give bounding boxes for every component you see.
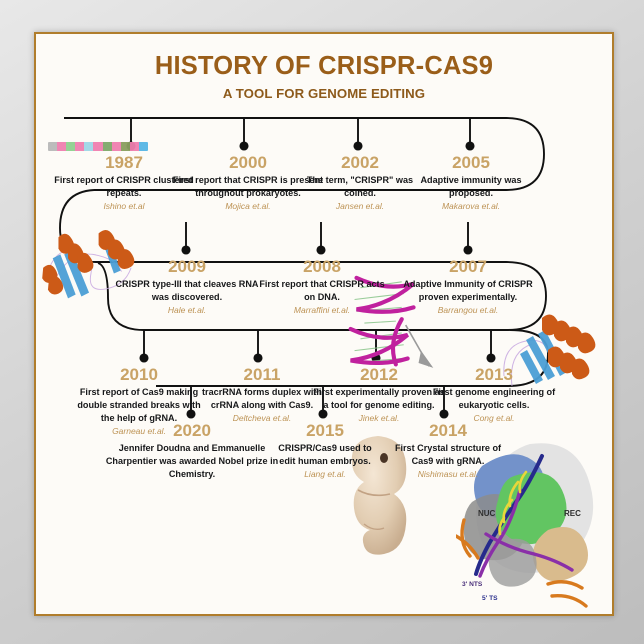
event-year: 2010 xyxy=(120,365,158,384)
timeline-event-2002[interactable]: 2002 The term, "CRISPR" was coined. Jans… xyxy=(294,153,426,212)
event-year: 2009 xyxy=(168,257,206,276)
label-5-ts: 5' TS xyxy=(482,595,498,602)
event-citation: Ishino et.al xyxy=(103,201,145,212)
timeline-event-2007[interactable]: 2007 Adaptive Immunity of CRISPR proven … xyxy=(394,257,542,316)
timeline-event-2013[interactable]: 2013 First genome engineering of eukaryo… xyxy=(428,365,560,424)
event-citation: Mojica et.al. xyxy=(225,201,271,212)
human-embryo-photo xyxy=(351,436,407,555)
event-description: The term, "CRISPR" was coined. xyxy=(306,174,414,198)
cas-protein-ribbon-right-icon xyxy=(503,314,596,387)
event-description: First genome engineering of eukaryotic c… xyxy=(432,386,556,410)
cas9-grna-crystal-structure: NUC REC 3' NTS 5' TS xyxy=(456,443,594,608)
event-year: 2013 xyxy=(475,365,513,384)
event-citation: Jinek et.al. xyxy=(358,413,400,424)
event-year: 2008 xyxy=(303,257,341,276)
event-year: 2007 xyxy=(449,257,487,276)
dna-double-helix-icon xyxy=(348,275,434,368)
event-description: Adaptive Immunity of CRISPR proven exper… xyxy=(403,278,533,302)
event-year: 2002 xyxy=(341,153,379,172)
timeline-event-2015[interactable]: 2015 CRISPR/Cas9 used to edit human embr… xyxy=(270,421,380,480)
event-description: First report of CRISPR clustered repeats… xyxy=(54,174,194,198)
timeline-event-2009[interactable]: 2009 CRISPR type-III that cleaves RNA wa… xyxy=(108,257,266,316)
timeline-event-2010[interactable]: 2010 First report of Cas9 making double … xyxy=(70,366,208,436)
timeline-event-2012[interactable]: 2012 First experimentally proven as a to… xyxy=(312,365,446,424)
event-description: First report of Cas9 making double stran… xyxy=(77,386,201,423)
event-year: 2014 xyxy=(429,421,467,440)
event-citation: Liang et.al. xyxy=(304,469,346,480)
event-description: tracrRNA forms duplex with crRNA along w… xyxy=(202,386,322,410)
timeline-event-2020[interactable]: 2020 Jennifer Doudna and Emmanuelle Char… xyxy=(98,422,286,482)
event-year: 2015 xyxy=(306,421,344,440)
event-description: First Crystal structure of Cas9 with gRN… xyxy=(394,442,502,466)
event-description: First report that CRISPR acts on DNA. xyxy=(259,278,385,302)
event-description: Jennifer Doudna and Emmanuelle Charpenti… xyxy=(105,442,279,479)
event-description: Adaptive immunity was proposed. xyxy=(420,174,522,198)
event-year: 1987 xyxy=(105,153,143,172)
poster-canvas: HISTORY OF CRISPR-CAS9 A TOOL FOR GENOME… xyxy=(34,32,614,616)
event-citation: Marraffini et.al. xyxy=(293,305,351,316)
timeline-event-2000[interactable]: 2000 First report that CRISPR is present… xyxy=(168,153,328,212)
event-citation: Garneau et.al. xyxy=(112,426,166,437)
crispr-repeat-array-barcode xyxy=(48,142,148,151)
page-title: HISTORY OF CRISPR-CAS9 xyxy=(154,52,494,80)
event-year: 2000 xyxy=(229,153,267,172)
timeline-event-2014[interactable]: 2014 First Crystal structure of Cas9 wit… xyxy=(392,421,504,480)
event-year: 2020 xyxy=(173,421,211,440)
event-description: First report that CRISPR is present thro… xyxy=(172,174,324,198)
event-citation: Cong et.al. xyxy=(473,413,515,424)
timeline-event-2008[interactable]: 2008 First report that CRISPR acts on DN… xyxy=(258,257,386,316)
label-3-nts: 3' NTS xyxy=(462,581,483,588)
event-citation: Hale et.al. xyxy=(167,305,207,316)
timeline-connector-graphic xyxy=(97,262,549,387)
event-year: 2012 xyxy=(360,365,398,384)
event-description: CRISPR/Cas9 used to edit human embryos. xyxy=(278,442,372,466)
event-citation: Deltcheva et.al. xyxy=(232,413,292,424)
event-year: 2011 xyxy=(243,365,281,384)
label-nuc: NUC xyxy=(478,509,496,518)
timeline-event-2005[interactable]: 2005 Adaptive immunity was proposed. Mak… xyxy=(408,153,534,212)
label-rec: REC xyxy=(564,509,581,518)
event-description: CRISPR type-III that cleaves RNA was dis… xyxy=(115,278,259,302)
event-description: First experimentally proven as a tool fo… xyxy=(313,386,445,410)
event-citation: Nishimasu et.al. xyxy=(417,469,479,480)
timeline-event-1987[interactable]: 1987 First report of CRISPR clustered re… xyxy=(44,153,204,212)
event-year: 2005 xyxy=(452,153,490,172)
timeline-event-2011[interactable]: 2011 tracrRNA forms duplex with crRNA al… xyxy=(188,365,336,424)
event-citation: Barrangou et.al. xyxy=(437,305,499,316)
event-citation: Makarova et.al. xyxy=(441,201,501,212)
event-citation: Jansen et.al. xyxy=(335,201,385,212)
cas-protein-ribbon-left-icon xyxy=(42,229,135,299)
page-subtitle: A TOOL FOR GENOME EDITING xyxy=(222,86,426,101)
